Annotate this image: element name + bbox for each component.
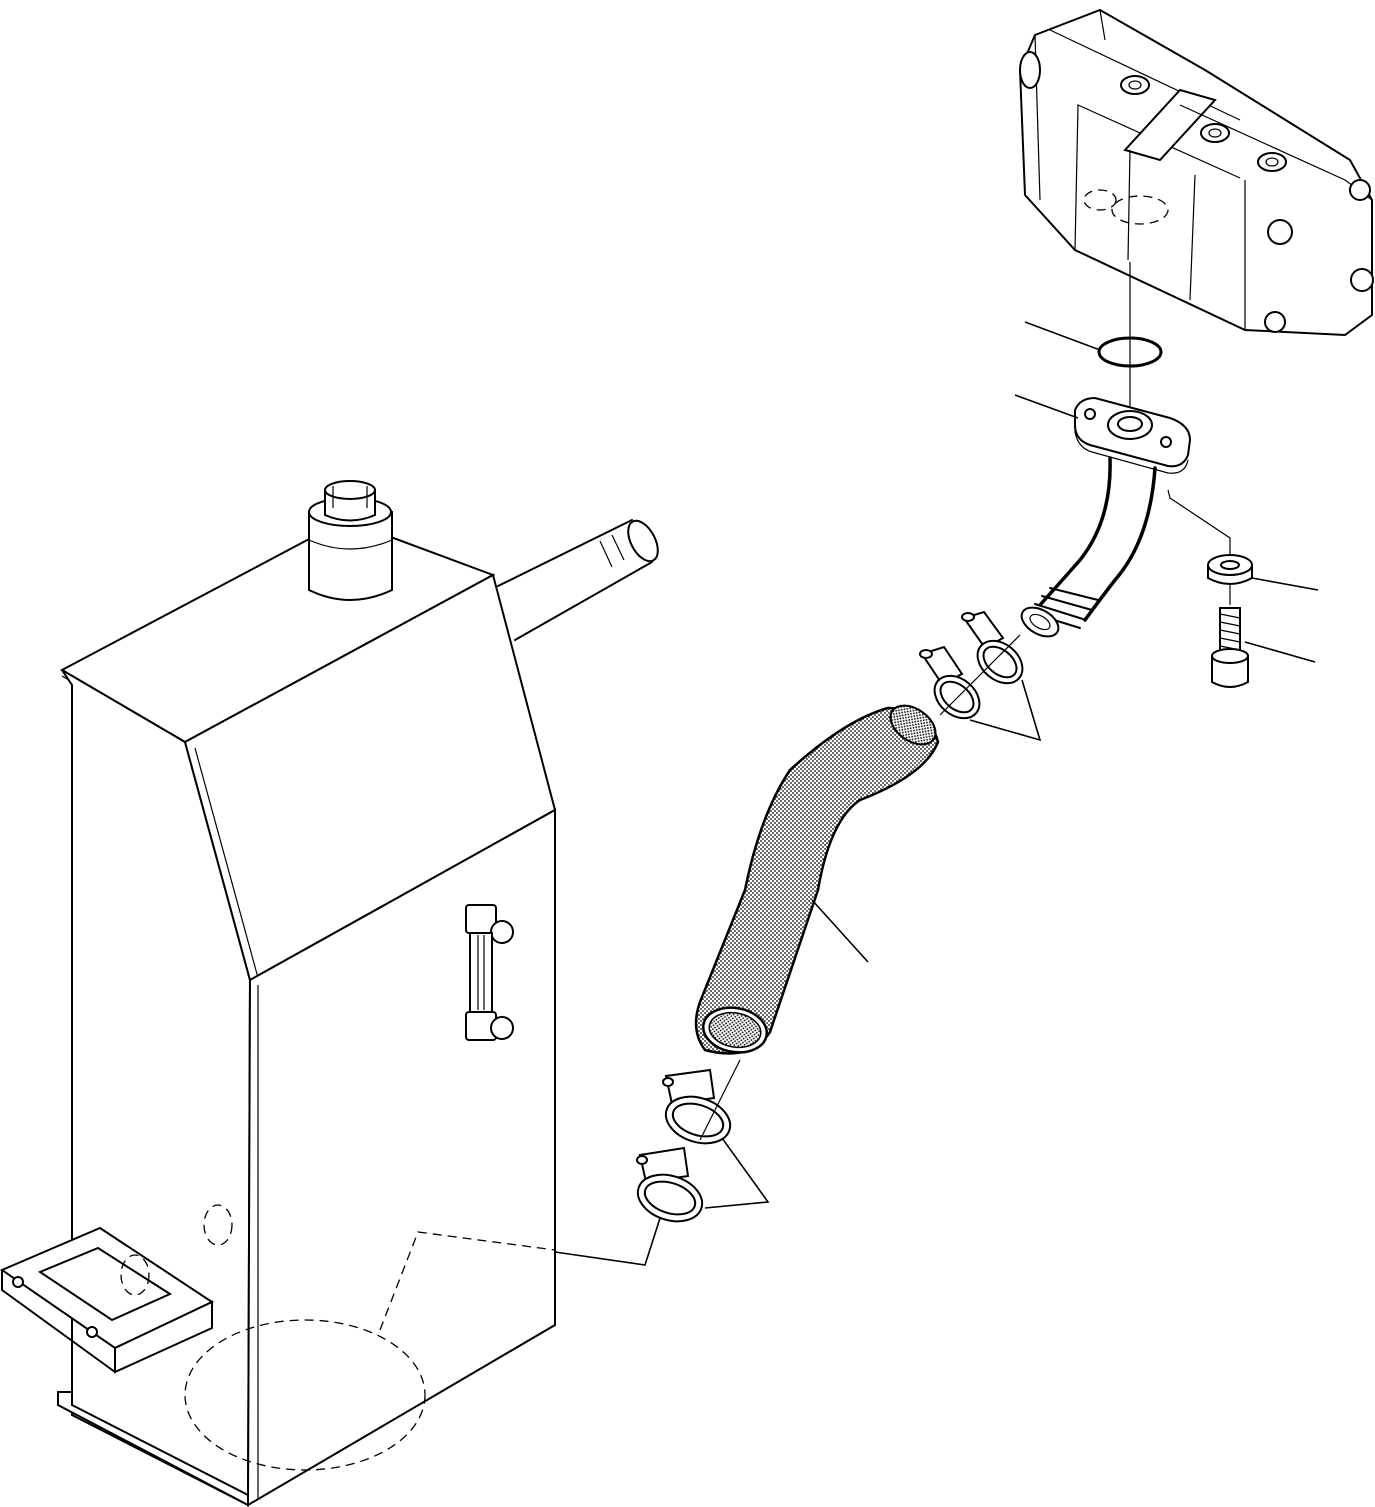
washer: [1207, 554, 1253, 585]
hose-clamp-lower: [636, 1068, 732, 1223]
hidden-outlet: [120, 1204, 556, 1471]
leader-lines: [1014, 321, 1319, 663]
cap-screw: [1211, 607, 1249, 688]
filler-cap: [308, 480, 393, 601]
level-gauge: [465, 904, 514, 1041]
gear-pump: [1018, 8, 1374, 337]
hose-clamp-upper: [919, 610, 1024, 720]
flange-tube: [1020, 396, 1192, 638]
breather-pipe: [497, 519, 659, 641]
hydraulic-tank: [0, 480, 659, 1507]
o-ring: [1097, 336, 1163, 368]
suction-hose: [694, 704, 940, 1055]
mounting-bracket: [0, 1226, 215, 1374]
